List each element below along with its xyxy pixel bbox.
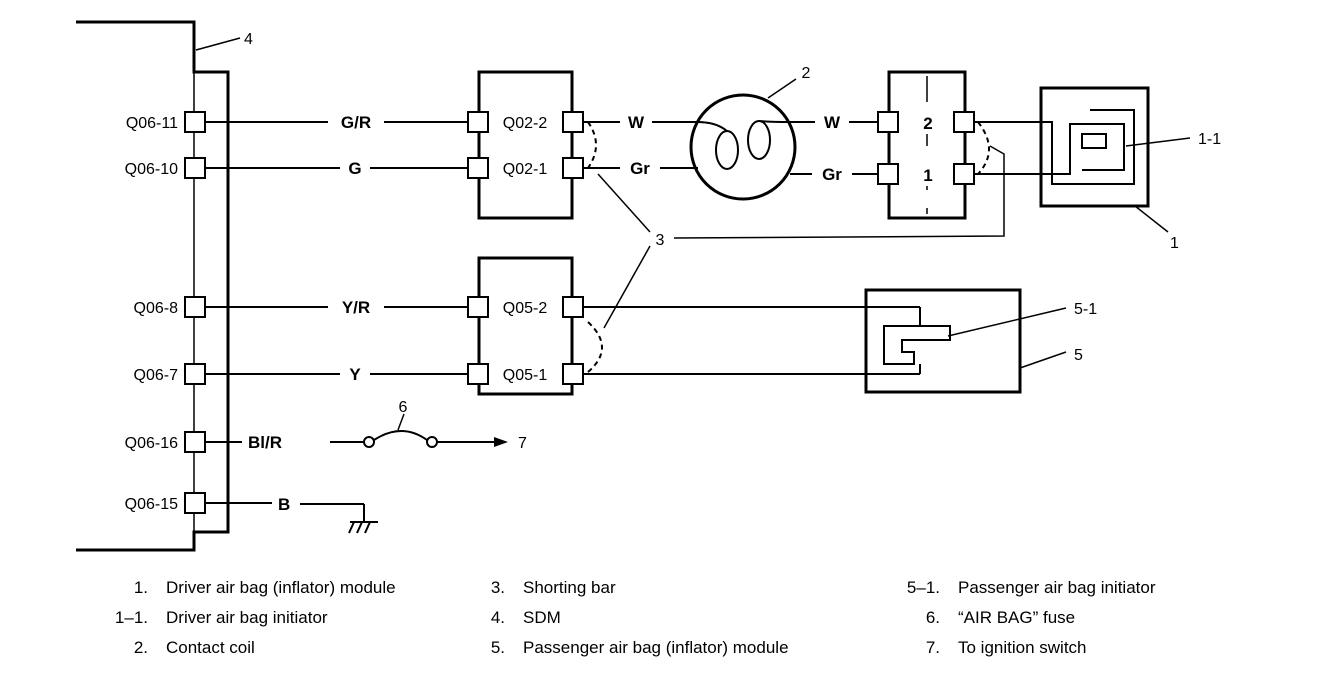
connector-label-q05-2: Q05-2	[503, 300, 548, 317]
wire-label-y: Y	[349, 365, 361, 384]
legend-text: Contact coil	[166, 638, 255, 657]
legend-text: Driver air bag (inflator) module	[166, 578, 396, 597]
callout-1-1: 1-1	[1198, 131, 1221, 148]
sdm-pin-q06-8	[184, 296, 206, 318]
coil-pin-label-1: 1	[923, 166, 932, 185]
legend-num: 5–1.	[907, 578, 940, 597]
legend-text: SDM	[523, 608, 561, 627]
connector-label-q02-1: Q02-1	[503, 161, 548, 178]
wire-label-gr-right: Gr	[822, 165, 842, 184]
wire-label-bl-r: Bl/R	[248, 433, 282, 452]
wire-label-b: B	[278, 495, 290, 514]
legend: 1. Driver air bag (inflator) module 1–1.…	[115, 578, 1156, 657]
callout-2: 2	[802, 65, 811, 82]
connector-q05: Q05-2 Q05-1	[467, 256, 603, 396]
sdm-pin-q06-7	[184, 363, 206, 385]
shorting-bar-callout: 3	[597, 145, 1005, 329]
legend-num: 4.	[491, 608, 505, 627]
passenger-initiator-icon	[883, 307, 951, 374]
contact-coil: 2	[689, 65, 811, 201]
callout-5-1: 5-1	[1074, 301, 1097, 318]
sdm-wires: G/R G Y/R Y	[205, 110, 468, 386]
legend-num: 3.	[491, 578, 505, 597]
sdm-pins: Q06-11 Q06-10 Q06-8 Q06-7 Q06-16 Q06-15	[125, 111, 206, 514]
wire-label-g: G	[348, 159, 361, 178]
callout-7: 7	[518, 435, 527, 452]
legend-num: 6.	[926, 608, 940, 627]
legend-num: 1–1.	[115, 608, 148, 627]
legend-num: 7.	[926, 638, 940, 657]
legend-text: Driver air bag initiator	[166, 608, 328, 627]
legend-num: 5.	[491, 638, 505, 657]
legend-text: Shorting bar	[523, 578, 616, 597]
callout-4: 4	[244, 31, 253, 48]
legend-text: Passenger air bag initiator	[958, 578, 1156, 597]
sdm-pin-label-q06-10: Q06-10	[125, 161, 178, 178]
sdm-pin-label-q06-7: Q06-7	[134, 367, 179, 384]
wire-label-g-r: G/R	[341, 113, 371, 132]
driver-air-bag-module: 1-1 1	[974, 86, 1221, 252]
coil-connector: 2 1	[877, 70, 990, 220]
callout-5: 5	[1074, 347, 1083, 364]
sdm-pin-label-q06-16: Q06-16	[125, 435, 178, 452]
connector-label-q02-2: Q02-2	[503, 115, 548, 132]
driver-initiator-icon	[974, 109, 1135, 185]
sdm-pin-label-q06-15: Q06-15	[125, 496, 178, 513]
sdm-pin-q06-10	[184, 157, 206, 179]
legend-num: 2.	[134, 638, 148, 657]
wire-label-w-right: W	[824, 113, 841, 132]
sdm-pin-label-q06-8: Q06-8	[134, 300, 179, 317]
sdm-unit	[76, 20, 241, 552]
sdm-pin-q06-15	[184, 492, 206, 514]
passenger-air-bag-module: 5-1 5	[583, 288, 1097, 394]
sdm-pin-q06-11	[184, 111, 206, 133]
callout-6: 6	[399, 399, 408, 416]
air-bag-fuse: Bl/R 6 7	[205, 399, 527, 452]
coil-pin-label-2: 2	[923, 114, 932, 133]
legend-text: Passenger air bag (inflator) module	[523, 638, 789, 657]
legend-text: “AIR BAG” fuse	[958, 608, 1075, 627]
connector-label-q05-1: Q05-1	[503, 367, 548, 384]
wire-label-gr-left: Gr	[630, 159, 650, 178]
wire-label-w-left: W	[628, 113, 645, 132]
ground-icon	[348, 521, 378, 534]
ground: B	[205, 495, 378, 534]
sdm-pin-q06-16	[184, 431, 206, 453]
sdm-pin-label-q06-11: Q06-11	[126, 115, 178, 132]
callout-3: 3	[656, 232, 665, 249]
legend-text: To ignition switch	[958, 638, 1087, 657]
callout-1: 1	[1170, 235, 1179, 252]
coil-wires: W Gr W Gr	[583, 110, 878, 186]
legend-num: 1.	[134, 578, 148, 597]
connector-q02: Q02-2 Q02-1	[467, 70, 597, 220]
wire-label-y-r: Y/R	[342, 298, 370, 317]
